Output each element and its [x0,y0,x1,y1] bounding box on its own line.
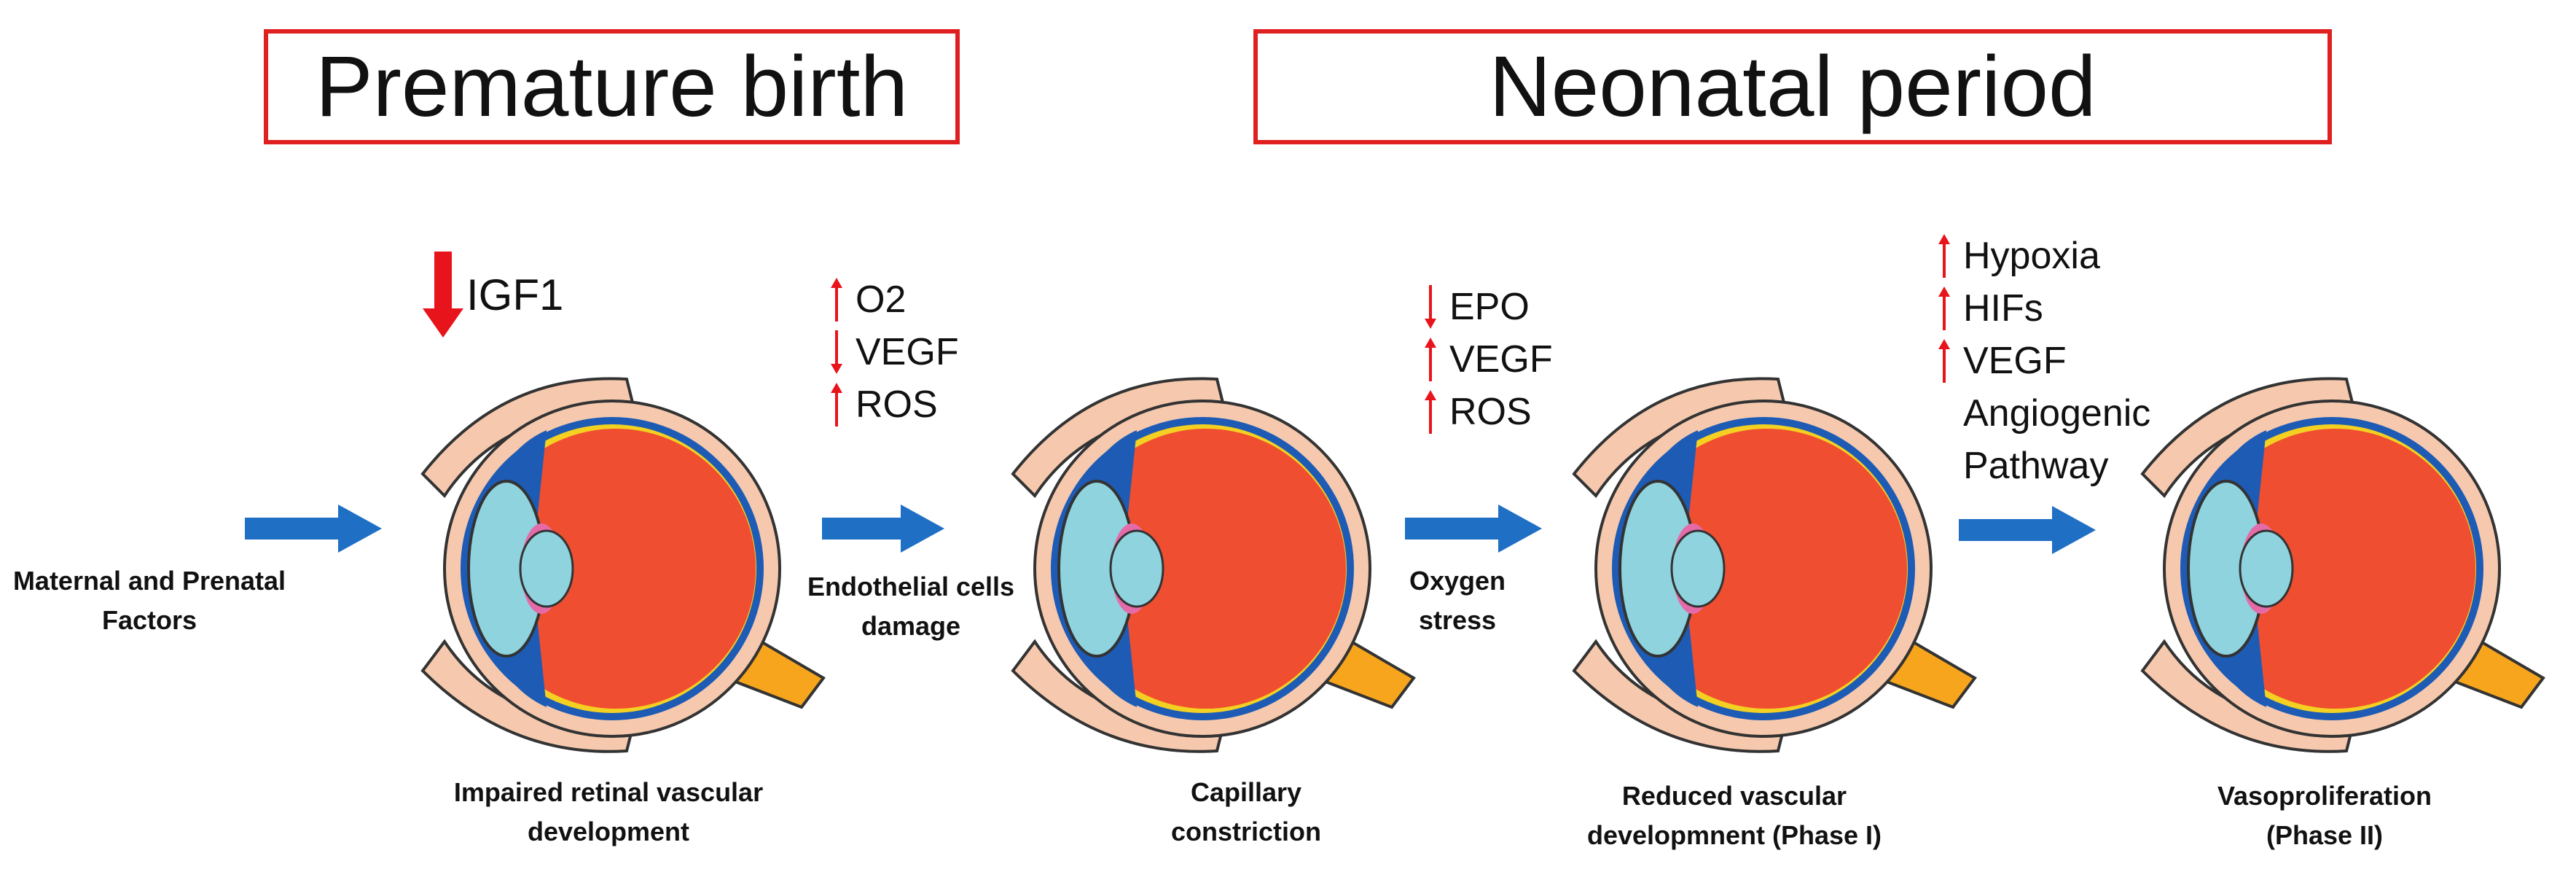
caption-maternal: Maternal and Prenatal Factors [0,561,299,640]
caption-endothelial: Endothelial cells damage [791,567,1031,646]
caption-vaso: Vasoproliferation (Phase II) [2172,776,2478,855]
header-neonatal-period: Neonatal period [1253,29,2332,144]
caption-line: developmnent (Phase I) [1586,820,1882,850]
caption-line: Capillary [1190,777,1302,807]
factor-label: HIFs [1963,287,2043,330]
caption-line: Reduced vascular [1621,781,1847,811]
eye-icon [1572,377,1977,753]
up-arrow-icon [1938,234,1950,278]
flow-arrow-2 [822,505,944,553]
header-premature-birth: Premature birth [264,29,960,144]
igf1-label: IGF1 [466,270,564,319]
caption-line: development [527,817,690,846]
igf1-down-arrow [423,252,463,338]
caption-line: stress [1418,605,1497,635]
caption-line: Oxygen [1409,566,1506,596]
factor-label: ROS [1449,391,1532,433]
factor-label: Angiogenic [1963,392,2151,435]
caption-oxygen: Oxygen stress [1392,561,1523,640]
down-arrow-icon [831,330,842,374]
up-arrow-icon [831,383,842,427]
factor-label: O2 [856,279,907,321]
caption-capillary: Capillary constriction [1108,773,1385,852]
flow-arrow-1 [245,505,382,553]
caption-line: Factors [101,605,197,635]
flow-arrow-4 [1959,506,2096,554]
eye-illustration-2 [1011,377,1416,753]
factor-label: EPO [1449,286,1530,328]
caption-line: constriction [1170,817,1321,846]
caption-line: Endothelial cells [807,572,1015,601]
factor-label: VEGF [856,331,959,373]
caption-impaired: Impaired retinal vascular development [419,773,798,852]
caption-line: Maternal and Prenatal [12,566,286,596]
up-arrow-icon [831,278,842,322]
factor-label: Hypoxia [1963,235,2100,277]
eye-illustration-1 [420,377,826,753]
up-arrow-icon [1938,339,1950,383]
up-arrow-icon [1425,390,1436,434]
up-arrow-icon [1938,287,1950,330]
factor-label: VEGF [1449,338,1553,381]
caption-reduced: Reduced vascular developmnent (Phase I) [1559,776,1909,855]
caption-line: damage [861,611,961,641]
eye-icon [1011,377,1416,753]
eye-icon [420,377,826,753]
eye-illustration-3 [1572,377,1977,753]
up-arrow-icon [1425,338,1436,381]
eye-icon [2140,377,2545,753]
factor-label: Pathway [1963,445,2109,487]
factor-label: ROS [856,383,938,426]
flow-arrow-3 [1405,505,1542,553]
down-arrow-icon [1425,285,1436,329]
factor-label: VEGF [1963,340,2067,382]
caption-line: Impaired retinal vascular [453,777,764,807]
caption-line: (Phase II) [2266,820,2384,850]
caption-line: Vasoproliferation [2217,781,2432,811]
eye-illustration-4 [2140,377,2545,753]
